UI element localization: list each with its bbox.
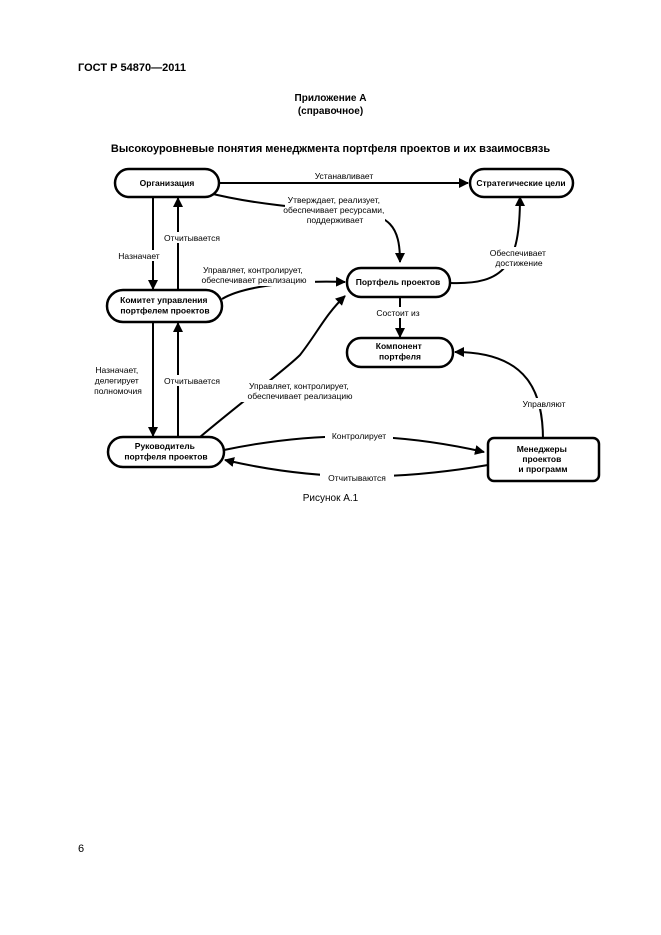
edge-label-reports-2: Отчитывается (164, 376, 220, 386)
edge-label-appoints-delegates: Назначает, делегирует полномочия (94, 365, 142, 396)
edge-label-controls: Контролирует (332, 431, 386, 441)
edge-label-manage: Управляют (522, 399, 565, 409)
document-id: ГОСТ Р 54870—2011 (78, 62, 186, 74)
page-number: 6 (78, 843, 85, 855)
node-manager (106, 435, 226, 469)
node-organization (113, 167, 221, 199)
edge-label-ensures: Обеспечивает достижение (490, 248, 548, 268)
label-committee: Комитет управления портфелем проектов (120, 295, 210, 316)
edge-label-appoints: Назначает (118, 251, 160, 261)
figure-caption: Рисунок А.1 (302, 493, 359, 504)
edge-label-report-back: Отчитываются (328, 473, 386, 483)
label-organization: Организация (140, 178, 195, 188)
node-committee (105, 288, 224, 324)
appendix-title: Приложение А (294, 93, 367, 104)
label-strategic-goals: Стратегические цели (476, 178, 565, 188)
edge-label-establishes: Устанавливает (315, 171, 374, 181)
edge-portfolio-to-goals (449, 196, 525, 285)
edge-label-reports-1: Отчитывается (164, 233, 220, 243)
node-project-managers (486, 436, 601, 483)
label-project-managers: Менеджеры проектов и программ (517, 444, 570, 474)
label-component: Компонент портфеля (376, 341, 424, 362)
label-portfolio: Портфель проектов (356, 277, 441, 287)
node-portfolio (345, 266, 452, 299)
edge-manager-to-portfolio (199, 295, 346, 438)
node-strategic-goals (468, 167, 575, 199)
label-manager: Руководитель портфеля проектов (124, 441, 207, 462)
figure-title: Высокоуровневые понятия менеджмента порт… (110, 143, 551, 155)
edge-label-approves: Утверждает, реализует, обеспечивает ресу… (283, 195, 386, 225)
edge-label-manages-2: Управляет, контролирует, обеспечивает ре… (247, 381, 353, 401)
appendix-subtitle: (справочное) (297, 106, 364, 117)
edge-project-managers-to-component (454, 347, 544, 441)
node-component (345, 336, 455, 369)
edge-label-manages-1: Управляет, контролирует, обеспечивает ре… (201, 265, 307, 285)
edge-label-consists-of: Состоит из (376, 308, 419, 318)
